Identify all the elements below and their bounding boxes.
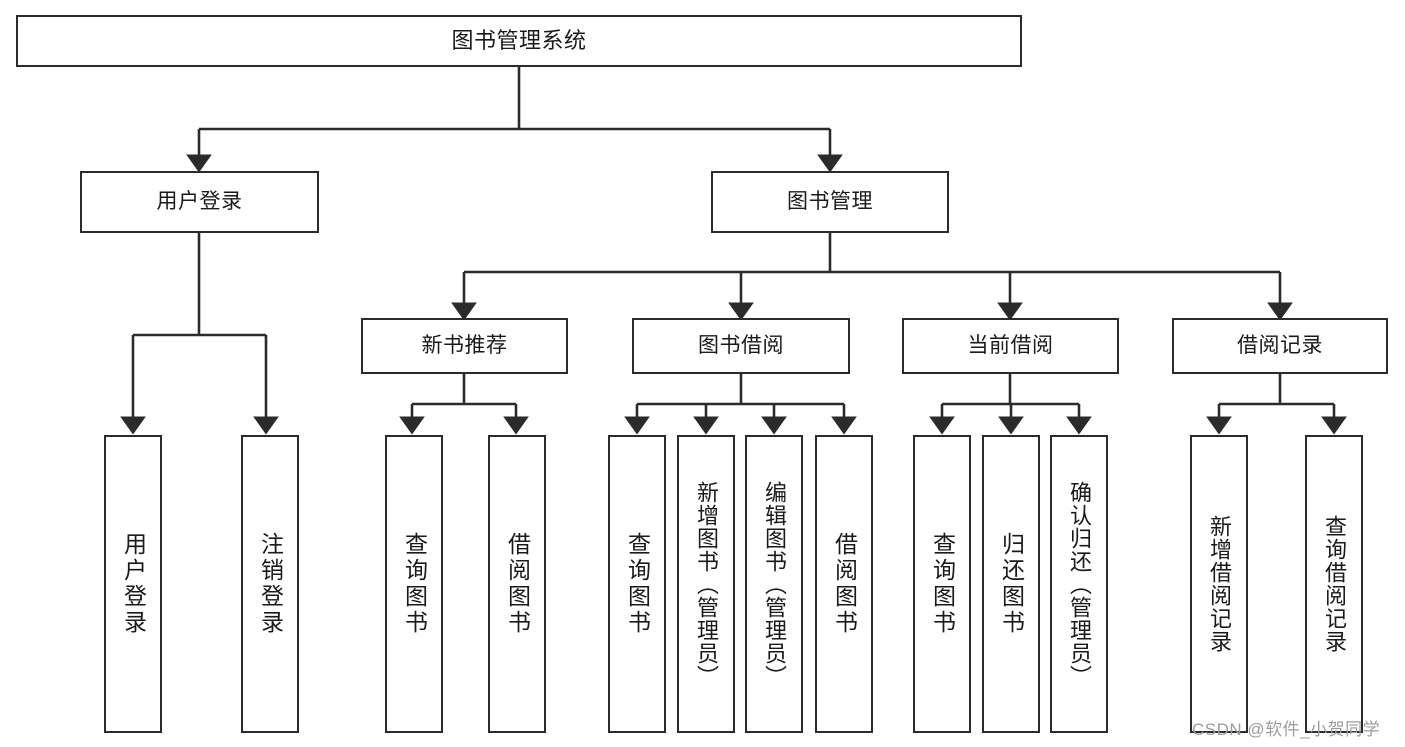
node-label: 新增借阅记录 (1207, 515, 1232, 653)
node-book-borrow[interactable]: 图书借阅 (632, 318, 850, 374)
node-label: 新增图书（管理员） (694, 480, 719, 688)
node-current-borrow[interactable]: 当前借阅 (902, 318, 1119, 374)
leaf-confirm-return[interactable]: 确认归还（管理员） (1050, 435, 1108, 733)
leaf-query-book-current[interactable]: 查询图书 (913, 435, 971, 733)
node-label: 图书借阅 (698, 334, 784, 358)
node-label: 当前借阅 (967, 334, 1054, 358)
node-label: 借阅图书 (504, 532, 531, 636)
node-label: 用户登录 (120, 532, 147, 636)
node-label: 确认归还（管理员） (1067, 480, 1092, 688)
leaf-query-book-borrow[interactable]: 查询图书 (608, 435, 666, 733)
leaf-edit-book[interactable]: 编辑图书（管理员） (745, 435, 803, 733)
node-book-manage[interactable]: 图书管理 (711, 171, 949, 233)
leaf-query-book-recommend[interactable]: 查询图书 (385, 435, 443, 733)
node-label: 查询图书 (929, 532, 956, 636)
node-root-system[interactable]: 图书管理系统 (16, 15, 1022, 67)
node-label: 查询图书 (624, 532, 651, 636)
node-user-login[interactable]: 用户登录 (80, 171, 319, 233)
node-label: 归还图书 (998, 532, 1025, 636)
node-label: 查询借阅记录 (1322, 515, 1347, 653)
node-borrow-record[interactable]: 借阅记录 (1172, 318, 1388, 374)
leaf-user-login[interactable]: 用户登录 (104, 435, 162, 733)
leaf-borrow-book-recommend[interactable]: 借阅图书 (488, 435, 546, 733)
leaf-query-borrow-record[interactable]: 查询借阅记录 (1305, 435, 1363, 733)
node-label: 图书管理系统 (451, 27, 587, 53)
node-label: 图书管理 (787, 190, 873, 214)
leaf-borrow-book[interactable]: 借阅图书 (815, 435, 873, 733)
node-label: 新书推荐 (421, 334, 508, 358)
csdn-watermark: CSDN @软件_小贺同学 (1192, 720, 1381, 739)
node-label: 借阅图书 (831, 532, 858, 636)
node-label: 编辑图书（管理员） (762, 480, 787, 688)
node-label: 借阅记录 (1237, 334, 1323, 358)
node-label: 查询图书 (401, 532, 428, 636)
leaf-add-borrow-record[interactable]: 新增借阅记录 (1190, 435, 1248, 733)
node-label: 用户登录 (156, 190, 243, 214)
leaf-add-book[interactable]: 新增图书（管理员） (677, 435, 735, 733)
leaf-return-book[interactable]: 归还图书 (982, 435, 1040, 733)
leaf-logout-login[interactable]: 注销登录 (241, 435, 299, 733)
node-label: 注销登录 (257, 532, 284, 636)
node-new-book-recommend[interactable]: 新书推荐 (361, 318, 568, 374)
